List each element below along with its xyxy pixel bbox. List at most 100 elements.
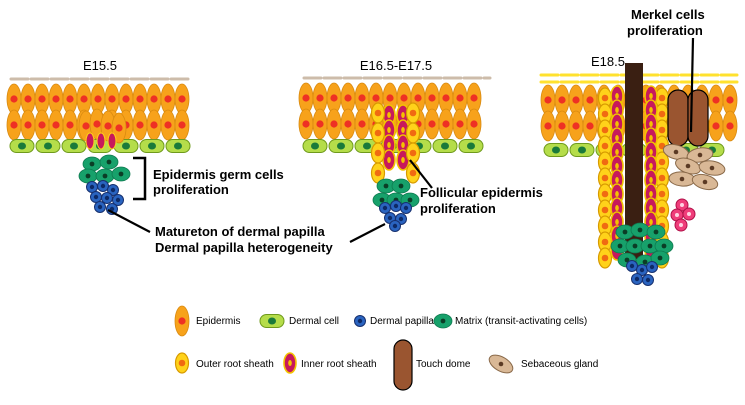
matrix-nucleus	[637, 227, 643, 233]
matrix-nucleus	[653, 229, 659, 235]
dermal-nucleus	[70, 142, 78, 150]
epidermis-nucleus	[302, 94, 310, 102]
papilla-nucleus	[393, 203, 399, 209]
outer-root-sheath-nucleus	[658, 94, 666, 102]
epidermis-nucleus	[586, 96, 594, 104]
sebaceous-nucleus	[498, 361, 504, 367]
epidermis-nucleus	[24, 95, 32, 103]
dermal-nucleus	[311, 142, 319, 150]
papilla-nucleus	[100, 183, 106, 189]
annotation-papilla-line1: Matureton of dermal papilla	[155, 224, 326, 239]
papilla-nucleus	[382, 205, 388, 211]
annotation-merkel-line2: proliferation	[627, 23, 703, 38]
matrix-nucleus	[632, 243, 638, 249]
sebaceous-nucleus	[673, 149, 679, 155]
papilla-nucleus	[104, 195, 110, 201]
inner-root-sheath-nucleus	[649, 149, 653, 155]
matrix-nucleus	[106, 159, 112, 165]
inner-root-sheath-nucleus	[401, 127, 405, 133]
inner-root-sheath-nucleus	[649, 177, 653, 183]
sebaceous-progenitor-nucleus	[679, 223, 683, 227]
epidermis-nucleus	[164, 95, 172, 103]
epidermis-nucleus	[344, 120, 352, 128]
annotation-pointers	[107, 37, 695, 243]
inner-root-sheath-nucleus	[615, 219, 619, 225]
dermal-nucleus	[337, 142, 345, 150]
inner-root-sheath-nucleus	[387, 142, 391, 148]
epidermis-nucleus	[115, 124, 123, 132]
touch-dome	[667, 89, 689, 147]
epidermis-nucleus	[80, 95, 88, 103]
outer-root-sheath-nucleus	[374, 109, 382, 117]
papilla-nucleus	[357, 318, 363, 324]
epidermis-nucleus	[122, 95, 130, 103]
legend	[174, 305, 514, 391]
epidermis-nucleus	[372, 94, 380, 102]
epidermis-nucleus	[726, 96, 734, 104]
epidermis-nucleus	[470, 120, 478, 128]
inner-root-sheath-nucleus	[649, 107, 653, 113]
annotation-papilla-line2: Dermal papilla heterogeneity	[155, 240, 333, 255]
papilla-nucleus	[110, 187, 116, 193]
epidermis-nucleus	[558, 96, 566, 104]
outer-root-sheath-nucleus	[374, 169, 382, 177]
annotation-follicular-line1: Follicular epidermis	[420, 185, 543, 200]
papilla-nucleus	[387, 215, 393, 221]
papilla-nucleus	[629, 263, 635, 269]
stage-e18-5	[539, 63, 739, 286]
inner-root-sheath-nucleus	[649, 135, 653, 141]
dermal-nucleus	[268, 317, 276, 325]
inner-root-sheath-nucleus	[649, 163, 653, 169]
outer-root-sheath-nucleus	[601, 158, 609, 166]
outer-root-sheath-nucleus	[409, 149, 417, 157]
dermal-nucleus	[44, 142, 52, 150]
outer-root-sheath-nucleus	[601, 238, 609, 246]
outer-root-sheath-nucleus	[658, 190, 666, 198]
inner-root-sheath-nucleus	[649, 191, 653, 197]
matrix-nucleus	[617, 243, 623, 249]
annotation-line	[689, 37, 695, 133]
epidermis-nucleus	[358, 94, 366, 102]
legend-label-sebaceous-gland: Sebaceous gland	[521, 359, 598, 370]
sebaceous-progenitor-nucleus	[675, 213, 679, 217]
epidermis-nucleus	[456, 120, 464, 128]
outer-root-sheath-nucleus	[601, 126, 609, 134]
annotation-germ-cells-line2: proliferation	[153, 182, 229, 197]
inner-root-sheath-nucleus	[401, 142, 405, 148]
inner-root-sheath-nucleus	[387, 112, 391, 118]
germ-cell	[96, 132, 106, 150]
papilla-nucleus	[645, 277, 651, 283]
epidermis-nucleus	[572, 96, 580, 104]
inner-root-sheath-nucleus	[615, 163, 619, 169]
papilla-nucleus	[398, 216, 404, 222]
inner-root-sheath-nucleus	[615, 191, 619, 197]
epidermis-nucleus	[428, 94, 436, 102]
epidermis-nucleus	[150, 121, 158, 129]
annotation-line	[349, 223, 386, 243]
outer-root-sheath-nucleus	[601, 206, 609, 214]
annotation-merkel-line1: Merkel cells	[631, 7, 705, 22]
papilla-nucleus	[639, 267, 645, 273]
matrix-nucleus	[379, 197, 385, 203]
epidermis-nucleus	[358, 120, 366, 128]
legend-touch-dome-swatch	[393, 339, 413, 391]
outer-root-sheath-nucleus	[601, 94, 609, 102]
sebaceous-nucleus	[709, 165, 715, 171]
dermal-nucleus	[148, 142, 156, 150]
dermal-nucleus	[578, 146, 586, 154]
papilla-nucleus	[649, 264, 655, 270]
epidermis-nucleus	[330, 94, 338, 102]
epidermis-nucleus	[164, 121, 172, 129]
sebaceous-nucleus	[679, 176, 685, 182]
sebaceous-progenitor-nucleus	[687, 212, 691, 216]
legend-label-matrix: Matrix (transit-activating cells)	[455, 316, 587, 327]
papilla-nucleus	[109, 206, 115, 212]
epidermis-nucleus	[442, 94, 450, 102]
legend-label-dermal-papilla: Dermal papilla	[370, 316, 434, 327]
epidermis-nucleus	[104, 122, 112, 130]
legend-label-epidermis: Epidermis	[196, 316, 240, 327]
epidermis-nucleus	[10, 95, 18, 103]
epidermis-nucleus	[52, 121, 60, 129]
